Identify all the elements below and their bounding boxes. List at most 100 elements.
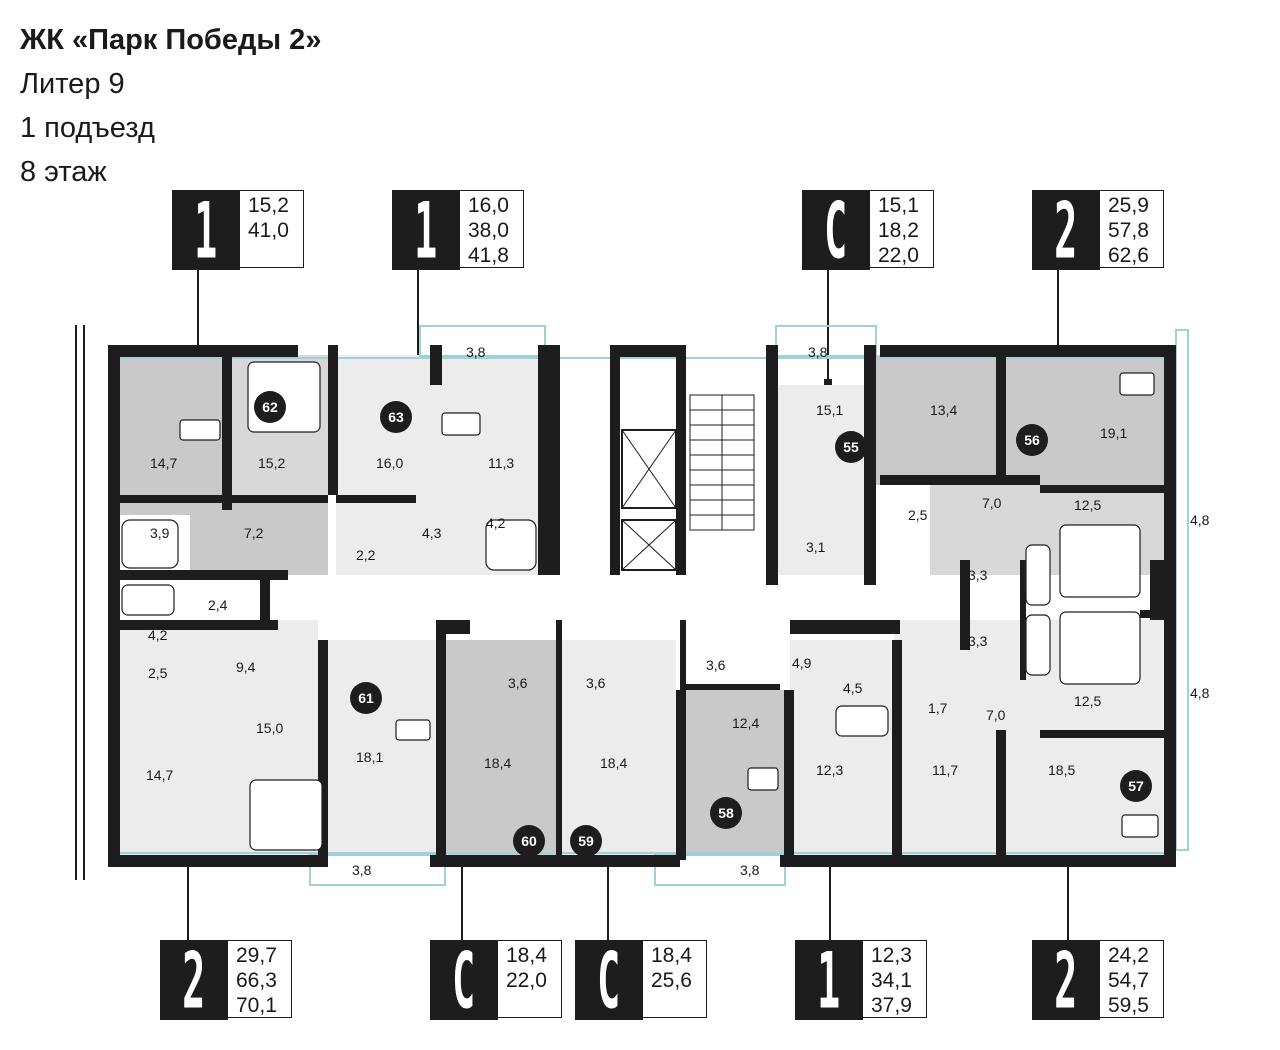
room-area: 1,7 [928, 700, 948, 716]
room-area: 15,2 [258, 455, 285, 471]
entrance-label: 1 подъезд [20, 112, 155, 144]
room-area: 18,5 [1048, 762, 1075, 778]
liter-label: Литер 9 [20, 68, 125, 100]
type-letter: 2 [1032, 184, 1100, 276]
svg-text:60: 60 [521, 833, 537, 849]
apt-60-shade [444, 640, 556, 855]
apartment-badge-60[interactable]: 60 [513, 825, 545, 857]
room-area: 4,8 [1190, 512, 1210, 528]
svg-text:61: 61 [358, 690, 374, 706]
apt-58-room-shade [790, 640, 894, 855]
room-area: 3,3 [968, 633, 988, 649]
svg-text:56: 56 [1024, 432, 1040, 448]
apartment-badge-55[interactable]: 55 [835, 431, 867, 463]
type-letter: 1 [172, 184, 240, 276]
header: ЖК «Парк Победы 2» Литер 9 1 подъезд 8 э… [20, 18, 321, 194]
type-letter: 1 [795, 934, 863, 1026]
bathtub [1025, 614, 1051, 676]
table [179, 419, 221, 441]
room-area: 7,2 [244, 525, 264, 541]
room-area: 2,2 [356, 547, 376, 563]
room-area: 16,0 [376, 455, 403, 471]
table [395, 719, 431, 741]
apt-56-room-shade [876, 355, 1000, 485]
room-area: 2,4 [208, 597, 228, 613]
apt-62-hall-shade [190, 495, 328, 575]
bed [249, 779, 323, 851]
room-area: 4,8 [1190, 685, 1210, 701]
room-area: 4,5 [843, 680, 863, 696]
corridor [118, 575, 1176, 620]
apartment-badge-62[interactable]: 62 [254, 391, 286, 423]
stairs [689, 394, 755, 531]
core [621, 394, 755, 571]
room-area: 3,8 [808, 344, 828, 360]
bed [1059, 524, 1141, 598]
room-area: 11,7 [932, 762, 958, 778]
svg-text:63: 63 [388, 409, 404, 425]
svg-text:58: 58 [718, 805, 734, 821]
room-area: 7,0 [982, 495, 1002, 511]
complex-title: ЖК «Парк Победы 2» [20, 24, 322, 56]
bathtub [485, 519, 537, 571]
apartment-badges: 62 63 55 56 61 60 59 58 57 [254, 391, 1152, 857]
apartment-badge-56[interactable]: 56 [1016, 424, 1048, 456]
type-letter: С [430, 934, 498, 1026]
bathtub [835, 705, 889, 737]
room-area: 3,8 [466, 344, 486, 360]
svg-text:55: 55 [843, 439, 859, 455]
svg-text:59: 59 [578, 833, 594, 849]
room-area: 3,6 [706, 657, 726, 673]
room-area: 3,6 [586, 675, 606, 691]
bathtub [121, 519, 179, 569]
type-letter: 2 [160, 934, 228, 1026]
room-area: 12,5 [1074, 693, 1101, 709]
room-area: 9,4 [236, 659, 256, 675]
room-labels: 14,7 15,2 16,0 11,3 3,8 3,9 7,2 2,2 4,3 … [146, 344, 1210, 878]
apartment-badge-57[interactable]: 57 [1120, 770, 1152, 802]
room-area: 19,1 [1100, 425, 1127, 441]
svg-text:62: 62 [262, 399, 278, 415]
apt-61-kitchen-shade [318, 640, 436, 855]
room-area: 11,3 [488, 455, 514, 471]
type-letter: С [575, 934, 643, 1026]
room-area: 18,4 [484, 755, 511, 771]
room-area: 15,0 [256, 720, 283, 736]
room-area: 18,4 [600, 755, 627, 771]
room-area: 4,2 [486, 515, 506, 531]
bathtub [1025, 544, 1051, 606]
apartment-badge-63[interactable]: 63 [380, 401, 412, 433]
floor-label: 8 этаж [20, 156, 107, 188]
table [1119, 372, 1155, 396]
room-area: 15,1 [816, 402, 843, 418]
room-area: 2,5 [148, 665, 168, 681]
fixtures [121, 361, 1159, 851]
room-area: 14,7 [146, 767, 173, 783]
bed [1059, 611, 1141, 685]
room-area: 4,9 [792, 655, 812, 671]
apartment-badge-61[interactable]: 61 [350, 682, 382, 714]
room-area: 4,3 [422, 525, 442, 541]
room-area: 18,1 [356, 749, 383, 765]
room-area: 3,6 [508, 675, 528, 691]
apartment-badge-58[interactable]: 58 [710, 797, 742, 829]
apartment-badge-59[interactable]: 59 [570, 825, 602, 857]
room-area: 3,9 [150, 525, 170, 541]
